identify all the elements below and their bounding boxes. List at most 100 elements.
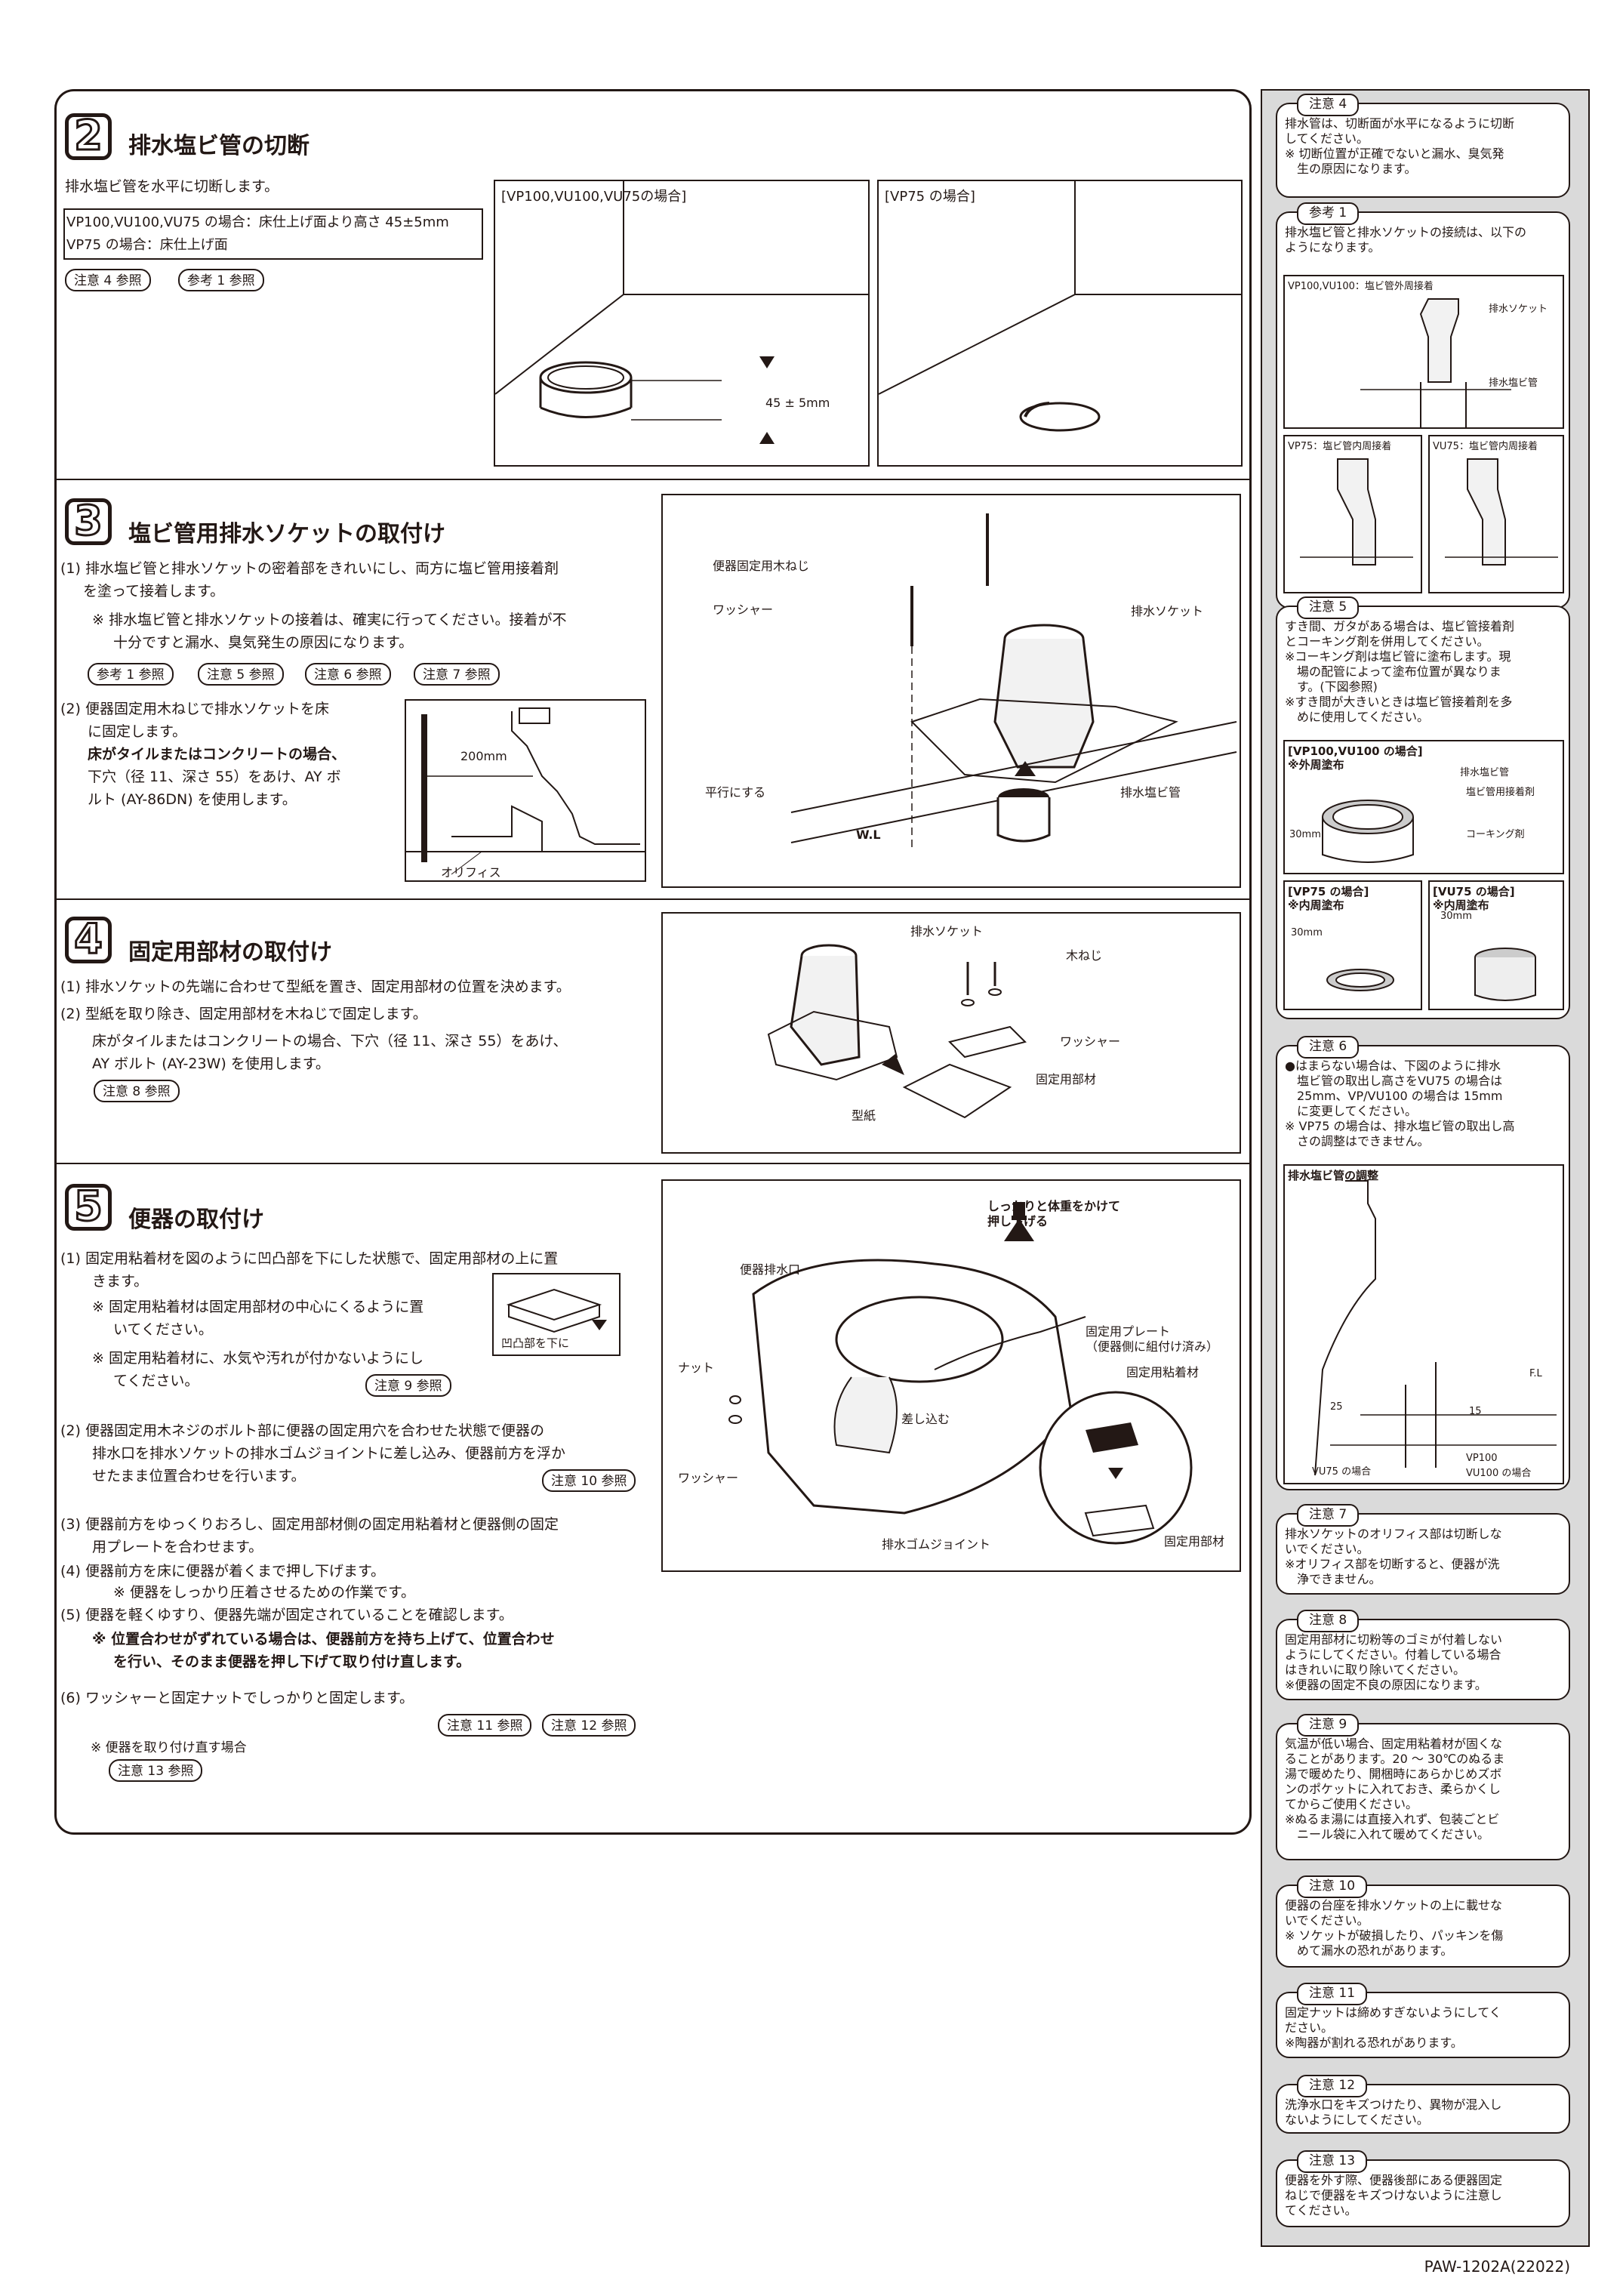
pipe-drawing: [879, 181, 1241, 432]
note-body: 気温が低い場合、固定用粘着材が固くな ることがあります。20 ～ 30℃のぬるま…: [1285, 1737, 1505, 1841]
instruction-text: (4) 便器前方を床に便器が着くまで押し下げます。: [60, 1563, 386, 1579]
dimension-label: 200mm: [460, 749, 507, 763]
instruction-text: (5) 便器を軽くゆすり、便器先端が固定されていることを確認します。: [60, 1607, 513, 1623]
figure-subtitle: ※内周塗布: [1288, 898, 1344, 912]
figure-label: 固定用プレート: [1086, 1324, 1171, 1339]
spec-line: VP75 の場合：床仕上げ面: [66, 237, 228, 253]
figure-adhesive: 凹凸部を下に: [492, 1273, 621, 1356]
figure-title: VU75：塩ビ管内周接着: [1433, 441, 1538, 452]
figure-label: VU75 の場合: [1312, 1466, 1372, 1478]
instruction-text: せたまま位置合わせを行います。: [92, 1468, 306, 1484]
note-text: てください。: [113, 1373, 199, 1389]
note-tag: 注意 8: [1297, 1610, 1360, 1632]
figure-label: 型紙: [852, 1108, 876, 1123]
instruction-text: (6) ワッシャーと固定ナットでしっかりと固定します。: [60, 1690, 414, 1706]
divider: [56, 479, 1250, 480]
note-body: 排水塩ビ管と排水ソケットの接続は、以下の ようになります。: [1285, 225, 1527, 254]
figure-inner-coat-vp75: [VP75 の場合] ※内周塗布 30mm: [1283, 880, 1422, 1010]
dimension-label: 45 ± 5mm: [765, 396, 830, 410]
figure-title: 排水塩ビ管の調整: [1288, 1169, 1379, 1182]
figure-label: 平行にする: [705, 785, 766, 800]
step-number: 4: [65, 917, 112, 963]
note-tag: 注意 13: [1297, 2150, 1368, 2173]
note-text: ※ 便器を取り付け直す場合: [91, 1740, 247, 1755]
figure-label: 凹凸部を下に: [501, 1336, 570, 1350]
ref-badge: 注意 9 参照: [365, 1374, 451, 1397]
ref-badge: 注意 11 参照: [438, 1714, 532, 1737]
figure-orifice: 200mm オリフィス: [405, 699, 646, 882]
figure-label: 木ねじ: [1066, 948, 1103, 963]
figure-pipe-adjust: 排水塩ビ管の調整 F.L 25 15 VU75 の場合 VP100 VU100 …: [1283, 1164, 1564, 1484]
ref-badge: 注意 6 参照: [305, 663, 391, 686]
figure-pipe-cut-vp75: [VP75 の場合]: [877, 180, 1243, 467]
figure-title: [VP75 の場合]: [885, 189, 975, 205]
figure-label: コーキング剤: [1466, 829, 1525, 840]
figure-label: ワッシャー: [678, 1471, 739, 1485]
note-tag: 注意 11: [1297, 1983, 1368, 2005]
figure-inner-bond-vu75: VU75：塩ビ管内周接着: [1428, 435, 1564, 593]
instruction-text: (1) 固定用粘着材を図のように凹凸部を下にした状態で、固定用部材の上に置: [60, 1250, 559, 1267]
instruction-text: きます。: [92, 1273, 149, 1290]
section-title: 排水塩ビ管の切断: [128, 133, 310, 159]
instruction-text: (2) 型紙を取り除き、固定用部材を木ねじで固定します。: [60, 1006, 427, 1022]
instruction-text: (2) 便器固定用木ねじで排水ソケットを床: [60, 701, 329, 717]
figure-label: オリフィス: [441, 865, 501, 880]
toilet-drawing: [728, 1202, 1193, 1545]
instruction-text: 下穴（径 11、深さ 55）をあけ、AY ボ: [88, 769, 341, 785]
instruction-text: 排水塩ビ管を水平に切断します。: [65, 178, 279, 195]
figure-label: 押し下げる: [987, 1214, 1049, 1228]
note-tag: 注意 10: [1297, 1875, 1368, 1898]
orifice-drawing: [406, 707, 645, 875]
figure-title: [VP100,VU100,VU75の場合]: [501, 189, 687, 205]
figure-label: 排水塩ビ管: [1489, 378, 1538, 389]
bond-drawing: [1360, 298, 1511, 427]
instruction-text: ルト (AY-86DN) を使用します。: [88, 791, 297, 808]
dimension-label: 30mm: [1291, 927, 1323, 938]
note-body: 固定用部材に切粉等のゴミが付着しない ようにしてください。付着している場合 はき…: [1285, 1632, 1503, 1692]
instruction-text: 排水口を排水ソケットの排水ゴムジョイントに差し込み、便器前方を浮か: [92, 1445, 566, 1462]
step-number: 3: [65, 498, 112, 545]
coat-drawing: [1474, 948, 1536, 1001]
figure-label: 便器排水口: [740, 1262, 801, 1277]
bond-drawing: [1445, 458, 1558, 566]
figure-label: 塩ビ管用接着剤: [1466, 787, 1535, 798]
note-body: すき間、ガタがある場合は、塩ビ管接着剤 とコーキング剤を併用してください。 ※コ…: [1285, 619, 1515, 724]
divider: [56, 1163, 1250, 1164]
note-tag: 注意 7: [1297, 1504, 1360, 1527]
note-text: ※ 固定用粘着材は固定用部材の中心にくるように置: [92, 1299, 424, 1315]
coat-drawing: [1326, 969, 1394, 991]
note-4: 注意 4 排水管は、切断面が水平になるように切断 してください。 ※ 切断位置が…: [1276, 94, 1570, 198]
note-tag: 注意 9: [1297, 1714, 1360, 1737]
section-title: 塩ビ管用排水ソケットの取付け: [128, 521, 445, 547]
ref-badge: 注意 13 参照: [109, 1759, 203, 1782]
figure-inner-bond-vp75: VP75：塩ビ管内周接着: [1283, 435, 1422, 593]
figure-label: 固定用粘着材: [1126, 1365, 1200, 1379]
instruction-text: を塗って接着します。: [83, 583, 225, 599]
figure-pipe-cut-vp100: [VP100,VU100,VU75の場合] 45 ± 5mm: [494, 180, 870, 467]
pipe-drawing: [495, 181, 868, 444]
figure-title: [VP75 の場合]: [1288, 885, 1369, 898]
figure-label: VP100: [1466, 1453, 1498, 1464]
note-10: 注意 10 便器の台座を排水ソケットの上に載せな いでください。 ※ ソケットが…: [1276, 1875, 1570, 1968]
note-body: 洗浄水口をキズつけたり、異物が混入し ないようにしてください。: [1285, 2097, 1502, 2127]
instruction-text: (1) 排水塩ビ管と排水ソケットの密着部をきれいにし、両方に塩ビ管用接着剤: [60, 560, 559, 577]
note-body: 固定ナットは締めすぎないようにしてく ださい。 ※陶器が割れる恐れがあります。: [1285, 2005, 1501, 2050]
ref-badge: 参考 1 参照: [178, 269, 264, 291]
main-panel: [54, 89, 1252, 1835]
note-tag: 参考 1: [1297, 202, 1360, 225]
fixing-drawing: [767, 944, 1027, 1119]
figure-label: ワッシャー: [713, 603, 774, 617]
spec-line: VP100,VU100,VU75 の場合：床仕上げ面より高さ 45±5mm: [66, 214, 449, 230]
adjust-drawing: [1314, 1180, 1557, 1476]
note-tag: 注意 6: [1297, 1036, 1360, 1059]
document-code: PAW-1202A(22022): [1424, 2257, 1570, 2276]
note-text: を行い、そのまま便器を押し下げて取り付け直します。: [113, 1653, 471, 1670]
ref-badge: 注意 7 参照: [414, 663, 500, 686]
figure-label: 固定用部材: [1036, 1072, 1097, 1086]
note-12: 注意 12 洗浄水口をキズつけたり、異物が混入し ないようにしてください。: [1276, 2075, 1570, 2134]
note-text: ※ 位置合わせがずれている場合は、便器前方を持ち上げて、位置合わせ: [92, 1631, 555, 1647]
note-11: 注意 11 固定ナットは締めすぎないようにしてく ださい。 ※陶器が割れる恐れが…: [1276, 1983, 1570, 2058]
instruction-text: (3) 便器前方をゆっくりおろし、固定用部材側の固定用粘着材と便器側の固定: [60, 1516, 559, 1533]
ref-badge: 注意 4 参照: [65, 269, 151, 291]
note-7: 注意 7 排水ソケットのオリフィス部は切断しな いでください。 ※オリフィス部を…: [1276, 1504, 1570, 1595]
